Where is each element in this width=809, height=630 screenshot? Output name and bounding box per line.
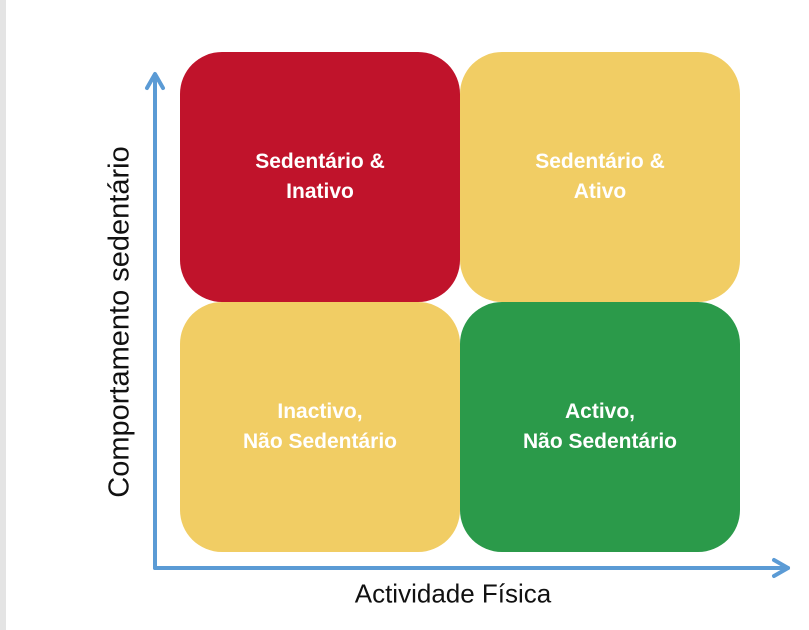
x-axis-arrow-icon xyxy=(772,558,790,578)
quadrant-line2: Inativo xyxy=(286,180,354,203)
quadrant-line1: Sedentário & xyxy=(255,150,385,173)
left-border xyxy=(0,0,6,630)
quadrant-line1: Sedentário & xyxy=(535,150,665,173)
quadrant-line2: Não Sedentário xyxy=(522,430,678,453)
quadrant-inactive-not-sedentary: Inactivo, Não Sedentário xyxy=(180,302,460,552)
quadrant-sedentary-active: Sedentário & Ativo xyxy=(460,52,740,302)
quadrant-line2: Não Sedentário xyxy=(242,430,398,453)
quadrant-active-not-sedentary: Activo, Não Sedentário xyxy=(460,302,740,552)
x-axis-label: Actividade Física xyxy=(354,578,552,609)
quadrant-sedentary-inactive: Sedentário & Inativo xyxy=(180,52,460,302)
quadrant-line2: Ativo xyxy=(573,180,627,203)
quadrant-line1: Activo, xyxy=(564,400,635,423)
y-axis-label: Comportamento sedentário xyxy=(103,146,136,498)
quadrant-line1: Inactivo, xyxy=(277,400,363,423)
y-axis-arrow-icon xyxy=(145,72,165,90)
